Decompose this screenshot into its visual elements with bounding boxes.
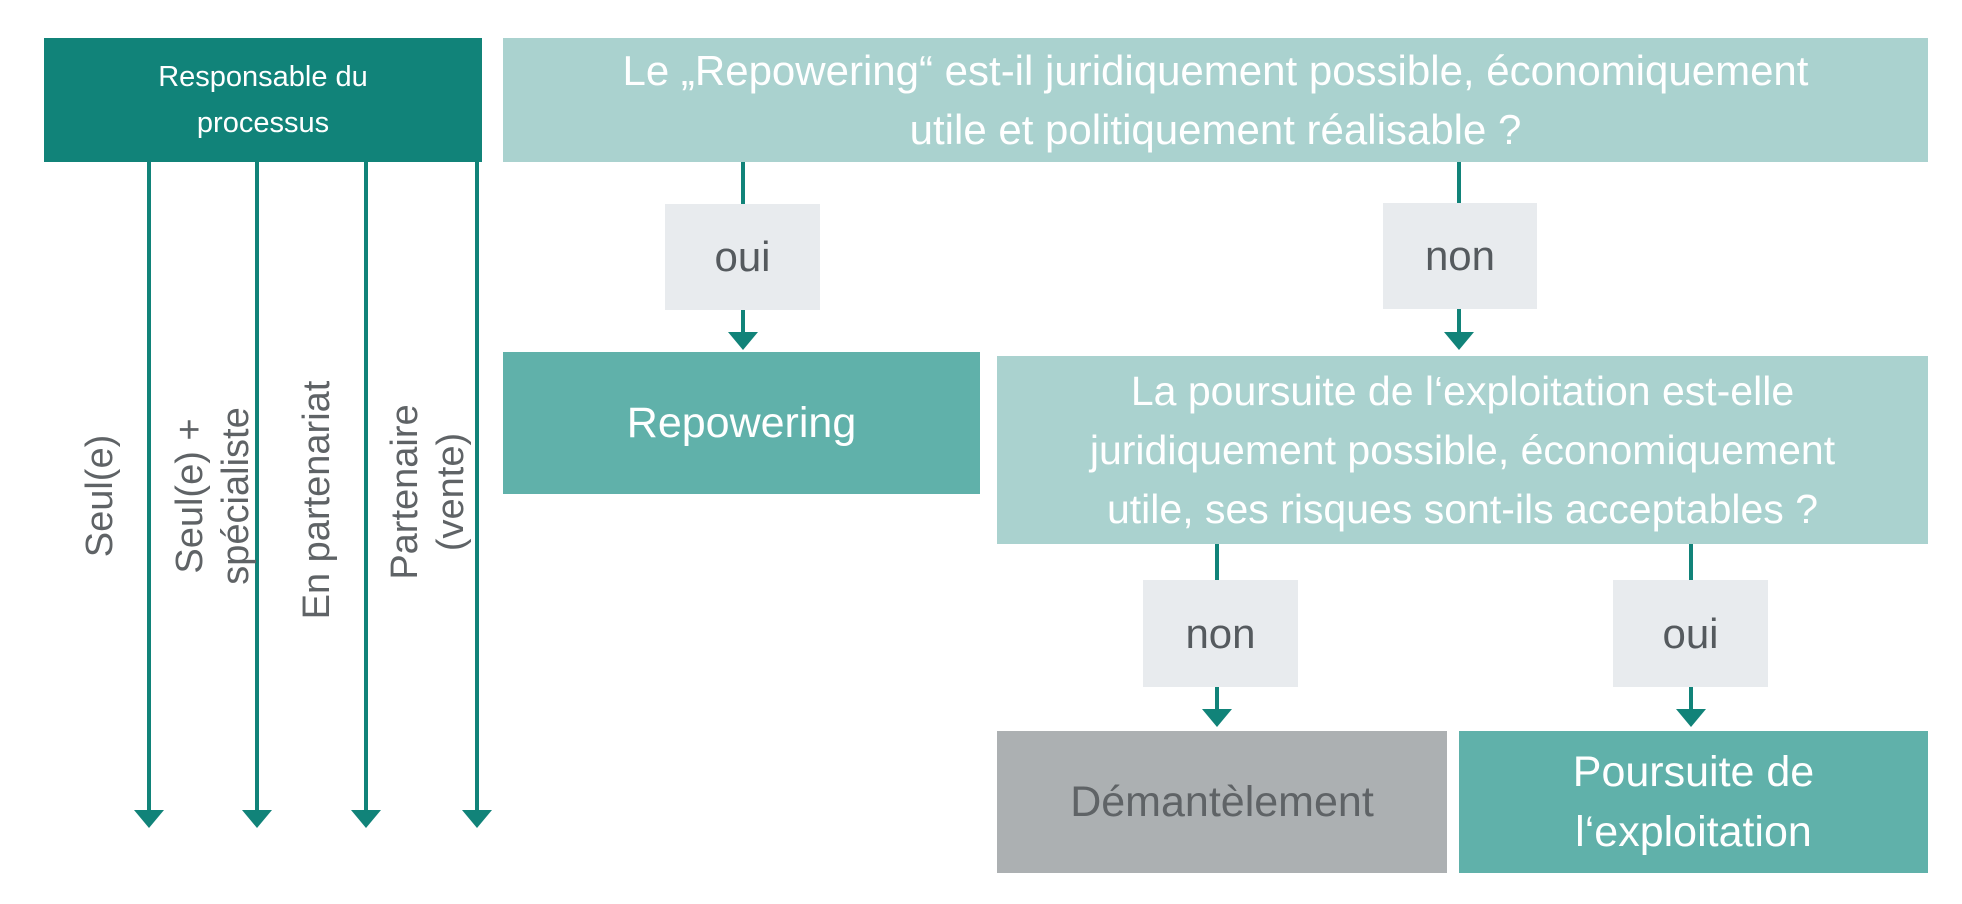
question-repowering-possible: Le „Repowering“ est-il juridiquement pos… (503, 38, 1928, 162)
q2-yes-connector-bottom (1689, 687, 1693, 709)
q1-yes-label: oui (665, 204, 820, 310)
option-line-1 (147, 162, 151, 812)
option-line-3 (364, 162, 368, 812)
result-dismantling: Démantèlement (997, 731, 1447, 873)
result-repowering: Repowering (503, 352, 980, 494)
option-line-2 (255, 162, 259, 812)
q1-no-connector-top (1457, 162, 1461, 203)
q2-yes-label: oui (1613, 580, 1768, 687)
option-arrow-4 (462, 810, 492, 828)
option-arrow-2 (242, 810, 272, 828)
q2-no-arrow (1202, 709, 1232, 727)
q1-yes-arrow (728, 332, 758, 350)
q1-yes-connector-top (741, 162, 745, 204)
q2-no-connector-top (1215, 544, 1219, 580)
question-continue-operation-possible: La poursuite de l‘exploitation est-elle … (997, 356, 1928, 544)
option-arrow-3 (351, 810, 381, 828)
option-label-alone-specialist: Seul(e) + spécialiste (169, 407, 257, 585)
option-label-partner-sale: Partenaire (vente) (384, 404, 472, 580)
process-owner-header: Responsable du processus (44, 38, 482, 162)
q1-no-connector-bottom (1457, 309, 1461, 332)
q1-yes-connector-bottom (741, 310, 745, 332)
q2-no-label: non (1143, 580, 1298, 687)
q2-no-connector-bottom (1215, 687, 1219, 709)
q1-no-arrow (1444, 332, 1474, 350)
option-arrow-1 (134, 810, 164, 828)
q2-yes-arrow (1676, 709, 1706, 727)
q1-no-label: non (1383, 203, 1537, 309)
option-line-4 (475, 162, 479, 812)
option-label-partnership: En partenariat (296, 380, 338, 620)
result-continue-operation: Poursuite de l‘exploitation (1459, 731, 1928, 873)
q2-yes-connector-top (1689, 544, 1693, 580)
option-label-alone: Seul(e) (79, 434, 121, 558)
